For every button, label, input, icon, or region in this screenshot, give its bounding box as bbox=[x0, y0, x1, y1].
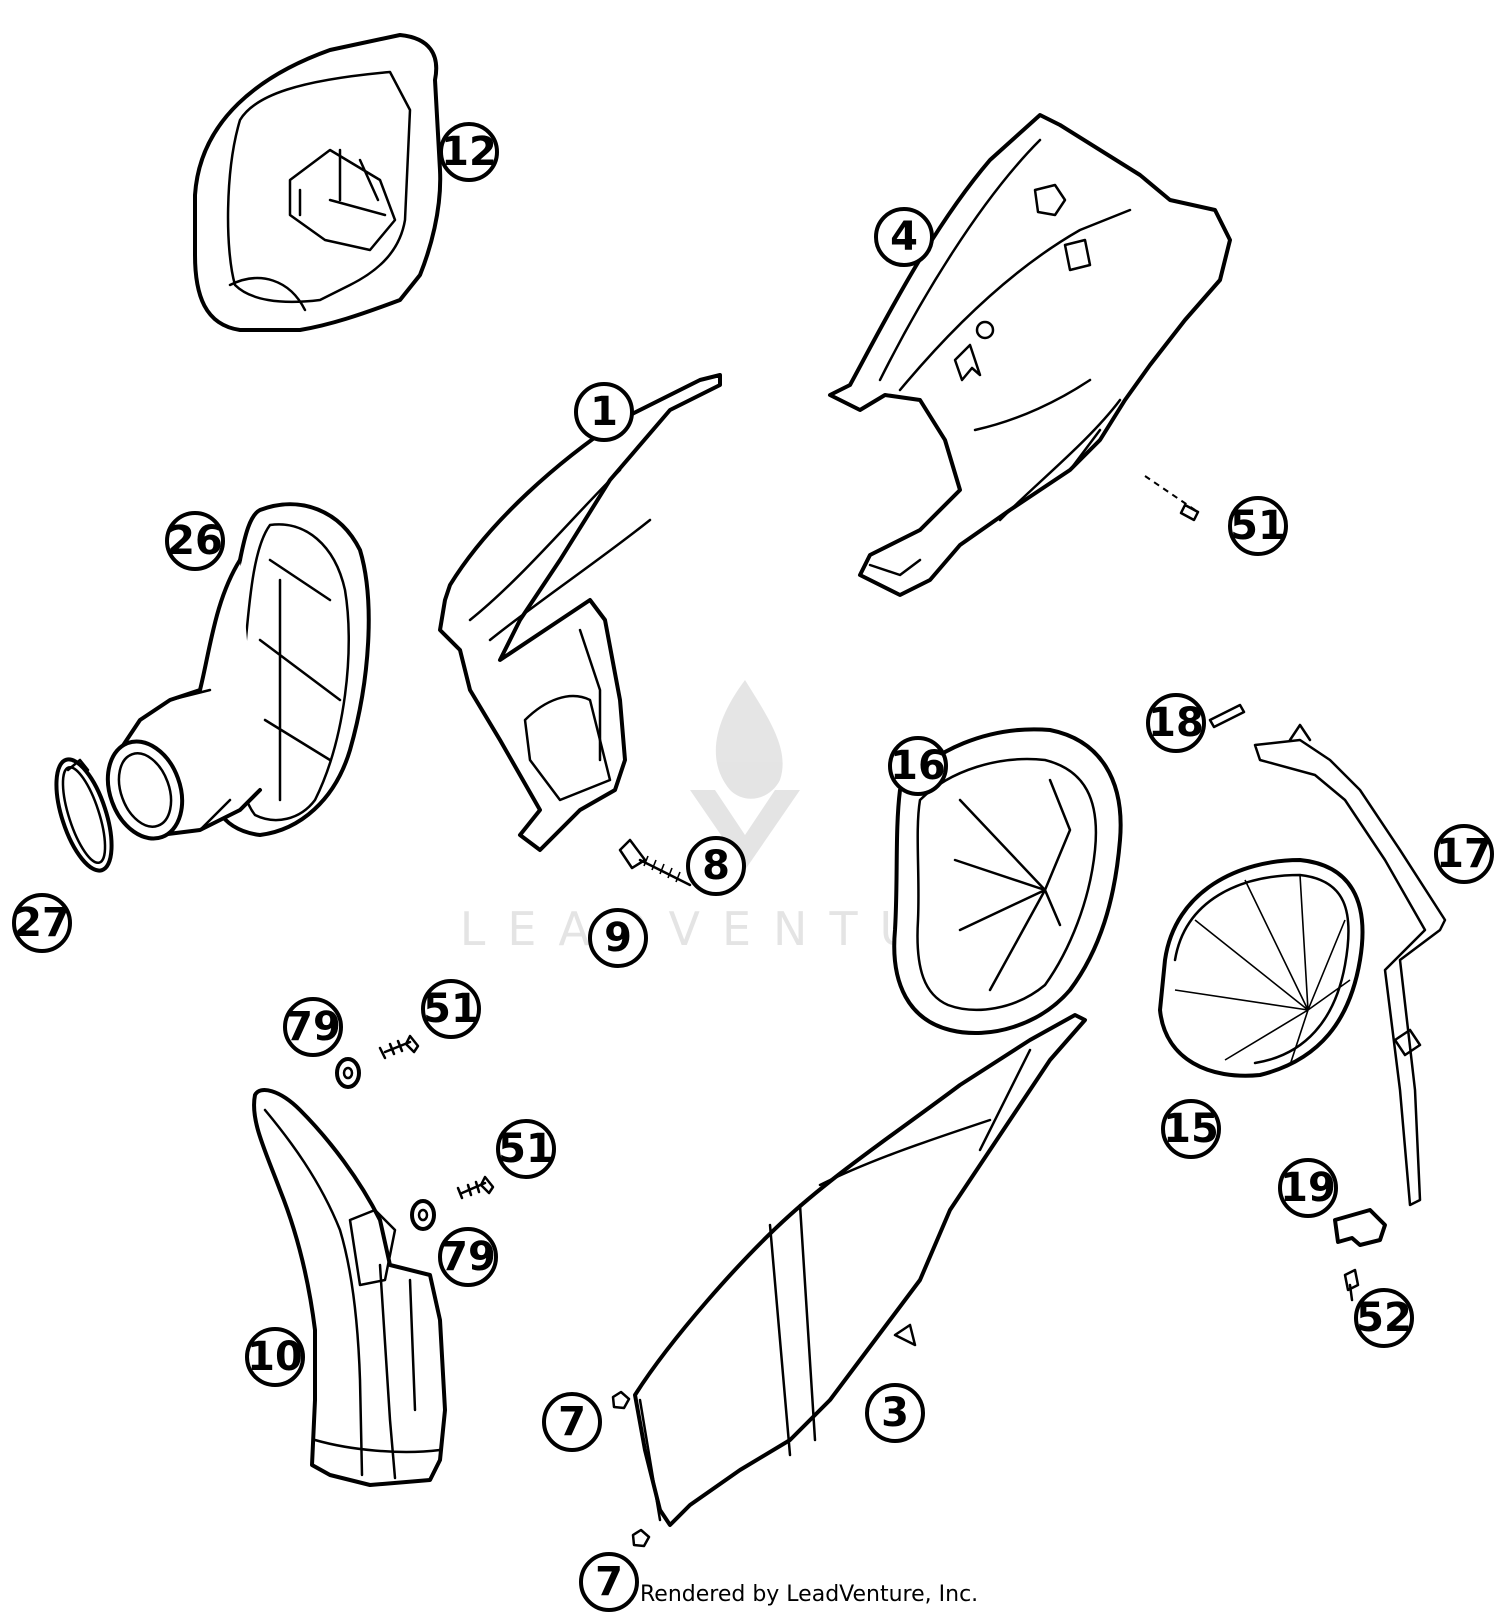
callout-79-upper: 79 bbox=[283, 997, 343, 1057]
callout-7-upper: 7 bbox=[542, 1392, 602, 1452]
callout-4-label: 4 bbox=[890, 214, 918, 260]
callout-17: 17 bbox=[1434, 824, 1494, 884]
callout-51-middle: 51 bbox=[421, 979, 481, 1039]
callout-18: 18 bbox=[1146, 693, 1206, 753]
part-51-bolt-upper bbox=[378, 1034, 420, 1060]
part-17-filter-holder bbox=[1253, 723, 1447, 1207]
part-27-hose-clamp bbox=[54, 757, 114, 873]
callout-79-label: 79 bbox=[440, 1234, 496, 1280]
callout-79-lower: 79 bbox=[438, 1227, 498, 1287]
callout-51-lower: 51 bbox=[496, 1119, 556, 1179]
callout-26-label: 26 bbox=[167, 518, 223, 564]
callout-52-label: 52 bbox=[1356, 1295, 1412, 1341]
part-7-nut-upper bbox=[611, 1390, 631, 1410]
callout-79-label: 79 bbox=[285, 1004, 341, 1050]
callout-19: 19 bbox=[1278, 1158, 1338, 1218]
callout-1: 1 bbox=[574, 382, 634, 442]
callout-15: 15 bbox=[1161, 1099, 1221, 1159]
callout-7-label: 7 bbox=[558, 1399, 586, 1445]
part-19-bracket bbox=[1333, 1208, 1387, 1247]
part-9-clip bbox=[618, 838, 647, 870]
callout-12-label: 12 bbox=[441, 129, 497, 175]
callout-8-label: 8 bbox=[702, 843, 730, 889]
part-51-bolt-right bbox=[1144, 475, 1200, 522]
callout-19-label: 19 bbox=[1280, 1165, 1336, 1211]
callout-1-label: 1 bbox=[590, 389, 618, 435]
callout-27-label: 27 bbox=[14, 900, 70, 946]
callout-17-label: 17 bbox=[1436, 831, 1492, 877]
callout-27: 27 bbox=[12, 893, 72, 953]
callout-10-label: 10 bbox=[247, 1334, 303, 1380]
callout-52: 52 bbox=[1354, 1288, 1414, 1348]
part-15-air-filter bbox=[1158, 858, 1365, 1078]
part-79-washer-lower bbox=[410, 1199, 436, 1231]
callout-26: 26 bbox=[165, 511, 225, 571]
callout-7-label: 7 bbox=[595, 1559, 623, 1605]
callout-3: 3 bbox=[865, 1383, 925, 1443]
callout-3-label: 3 bbox=[881, 1390, 909, 1436]
callout-9: 9 bbox=[588, 908, 648, 968]
part-1-side-panel bbox=[438, 373, 722, 852]
part-26-intake-boot bbox=[105, 502, 371, 841]
part-7-nut-lower bbox=[631, 1528, 651, 1548]
part-52-bolt bbox=[1343, 1268, 1360, 1302]
part-8-screw bbox=[638, 855, 692, 887]
callout-8: 8 bbox=[686, 836, 746, 896]
callout-51-label: 51 bbox=[498, 1126, 554, 1172]
leadventure-watermark-logo bbox=[690, 680, 800, 870]
part-79-washer-upper bbox=[335, 1057, 361, 1089]
part-4-rear-housing bbox=[828, 113, 1232, 597]
part-16-filter-cage bbox=[892, 727, 1123, 1035]
callout-7-lower: 7 bbox=[579, 1552, 639, 1612]
callout-12: 12 bbox=[439, 122, 499, 182]
callout-18-label: 18 bbox=[1148, 700, 1204, 746]
callout-4: 4 bbox=[874, 207, 934, 267]
callout-51-label: 51 bbox=[423, 986, 479, 1032]
callout-15-label: 15 bbox=[1163, 1106, 1219, 1152]
callout-9-label: 9 bbox=[604, 915, 632, 961]
callout-51-upper-right: 51 bbox=[1228, 496, 1288, 556]
callout-51-label: 51 bbox=[1230, 503, 1286, 549]
part-18-pin bbox=[1208, 703, 1246, 729]
callout-16-label: 16 bbox=[890, 743, 946, 789]
part-3-side-panel bbox=[633, 1013, 1087, 1527]
part-51-bolt-lower bbox=[456, 1175, 495, 1200]
part-12-airbox-frame bbox=[193, 33, 443, 332]
part-10-intake-snorkel bbox=[252, 1088, 447, 1487]
callout-16: 16 bbox=[888, 736, 948, 796]
footer-credit: Rendered by LeadVenture, Inc. bbox=[640, 1582, 979, 1607]
callout-10: 10 bbox=[245, 1327, 305, 1387]
